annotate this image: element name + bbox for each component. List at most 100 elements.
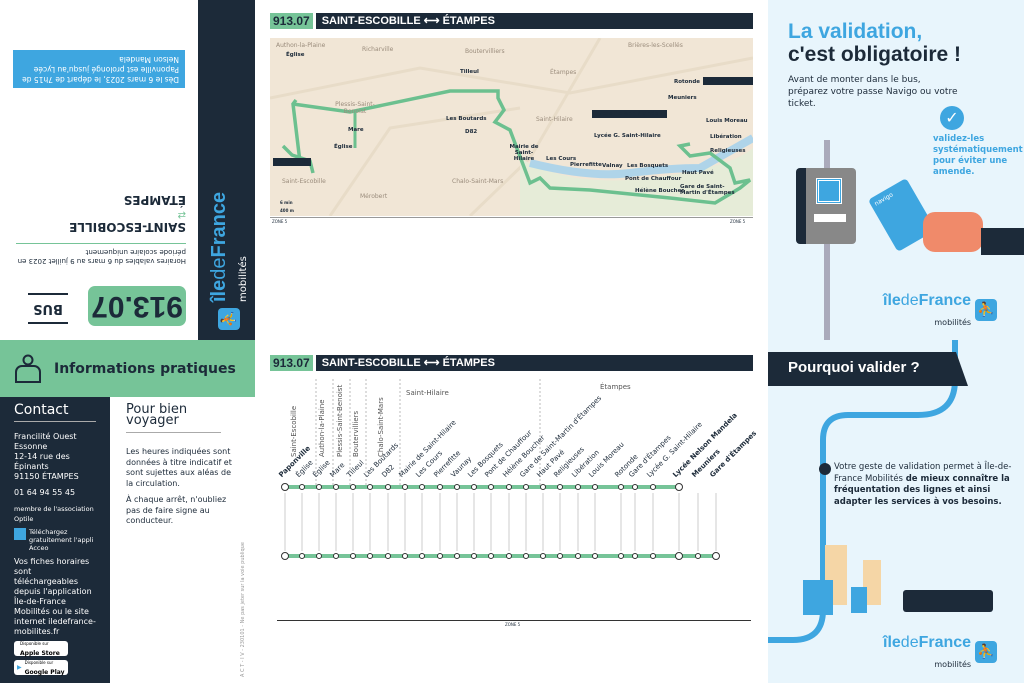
stop-marker-upper	[316, 484, 322, 490]
why-text-2: de mieux connaître la fréquentation des …	[834, 473, 1010, 507]
member-text: membre de l'association Optile	[14, 505, 94, 523]
acceo-icon	[14, 528, 26, 540]
stop-marker-upper	[632, 484, 638, 490]
stop-marker-upper	[506, 484, 512, 490]
stop-marker-upper	[650, 484, 656, 490]
line-number-badge: 913.07	[88, 286, 186, 326]
stop-marker-upper	[350, 484, 356, 490]
destination-title: ÉTAMPES	[123, 193, 186, 207]
stop-marker-lower	[488, 553, 494, 559]
print-footer: A C T - I V - 230101 - Ne pas jeter sur …	[240, 542, 246, 677]
terminus-lycee: Lycée Nelson Mandela	[592, 110, 667, 118]
stop-marker-upper	[557, 484, 563, 490]
stop-marker-lower	[402, 553, 408, 559]
validation-intro: Avant de monter dans le bus, préparez vo…	[788, 75, 958, 109]
validation-tip: validez-les systématiquement pour éviter…	[933, 134, 1023, 177]
stop-marker-lower	[299, 553, 305, 559]
stop-marker-upper	[281, 483, 289, 491]
stop-marker-lower	[385, 553, 391, 559]
stop-marker-lower	[695, 553, 701, 559]
stop-marker-upper	[592, 484, 598, 490]
origin-title: SAINT-ESCOBILLE	[69, 220, 186, 234]
stop-marker-upper	[419, 484, 425, 490]
stop-marker-lower	[281, 552, 289, 560]
hand-icon	[923, 212, 983, 252]
why-title: Pourquoi valider ?	[768, 352, 968, 386]
diagram-lines	[281, 379, 720, 560]
acceo-link[interactable]: Téléchargez gratuitement l'appli Acceo	[29, 528, 94, 552]
validation-title-2: c'est obligatoire !	[788, 43, 962, 66]
stop-marker-lower	[437, 553, 443, 559]
info-header: Informations pratiques	[0, 340, 255, 397]
why-text-1: Votre geste de validation permet à Île-d…	[834, 462, 1012, 484]
stop-marker-lower	[618, 553, 624, 559]
stop-marker-lower	[471, 553, 477, 559]
validation-title-1: La validation,	[788, 20, 923, 43]
cover-panel: 913.07 BUS Horaires valables du 6 mars a…	[0, 0, 198, 340]
stop-marker-upper	[437, 484, 443, 490]
contact-phone[interactable]: 01 64 94 55 45	[14, 488, 76, 497]
stop-marker-lower	[350, 553, 356, 559]
stop-marker-lower	[592, 553, 598, 559]
mode-label: BUS	[28, 293, 68, 324]
notice-banner: Dès le 6 mars 2023, le départ de 7h15 de…	[13, 50, 185, 88]
terminus-paponville: Paponville	[273, 158, 312, 166]
contact-company: Francilité Ouest Essonne	[14, 432, 77, 451]
contact-title: Contact	[14, 402, 69, 418]
sleeve-icon	[981, 228, 1024, 255]
terminus-gare: Gare d'Étampes	[703, 77, 753, 85]
route-map[interactable]: Authon-la-Plaine Richarville Boutervilli…	[270, 38, 753, 216]
stop-marker-upper	[575, 484, 581, 490]
voyage-text-2: À chaque arrêt, n'oubliez pas de faire s…	[126, 495, 227, 525]
commune-label: Plessis-Saint-Benoist	[336, 384, 344, 457]
validity-text: Horaires valables du 6 mars au 9 juillet…	[17, 248, 186, 265]
zone-label: ZONE 5	[272, 219, 288, 224]
stop-marker-lower	[367, 553, 373, 559]
stop-marker-lower	[506, 553, 512, 559]
stop-marker-upper	[299, 484, 305, 490]
download-text: Vos fiches horaires sont téléchargeables…	[14, 557, 96, 636]
validation-panel: La validation, c'est obligatoire ! Avant…	[768, 0, 1024, 683]
commune-label: Saint-Escobille	[290, 405, 298, 457]
stop-marker-upper	[540, 484, 546, 490]
commune-label: Chalo-Saint-Mars	[377, 397, 385, 457]
stop-marker-upper	[488, 484, 494, 490]
diagram-zone: ZONE 5	[505, 622, 521, 627]
contact-panel: Contact Francilité Ouest Essonne 12-14 r…	[0, 397, 110, 683]
city-illustration	[803, 545, 1003, 615]
commune-label: Saint-Hilaire	[406, 389, 449, 397]
stop-marker-lower	[575, 553, 581, 559]
voyage-text-1: Les heures indiquées sont données à titr…	[126, 447, 232, 488]
contact-street: 12-14 rue des Épinants	[14, 452, 70, 471]
stop-marker-upper	[523, 484, 529, 490]
commune-label: Authon-la-Plaine	[318, 399, 326, 457]
stop-marker-upper	[675, 483, 683, 491]
stop-marker-lower	[419, 553, 425, 559]
voyage-title: Pour bien voyager	[126, 402, 188, 428]
stop-marker-upper	[385, 484, 391, 490]
bus-icon	[903, 590, 993, 612]
info-title: Informations pratiques	[54, 360, 236, 377]
voyage-panel: Pour bien voyager Les heures indiquées s…	[110, 397, 255, 683]
stop-marker-lower	[454, 553, 460, 559]
contact-city: 91150 ÉTAMPES	[14, 472, 79, 481]
stop-marker-lower	[316, 553, 322, 559]
commune-label: Étampes	[600, 383, 631, 391]
stop-marker-lower	[675, 552, 683, 560]
stop-marker-lower	[540, 553, 546, 559]
commune-label: Boutervilliers	[352, 410, 360, 457]
stop-marker-upper	[402, 484, 408, 490]
info-desk-icon	[15, 354, 41, 383]
stop-marker-upper	[454, 484, 460, 490]
stop-marker-upper	[471, 484, 477, 490]
stop-marker-upper	[618, 484, 624, 490]
play-icon: ▶	[17, 663, 22, 671]
check-icon: ✓	[940, 106, 964, 130]
